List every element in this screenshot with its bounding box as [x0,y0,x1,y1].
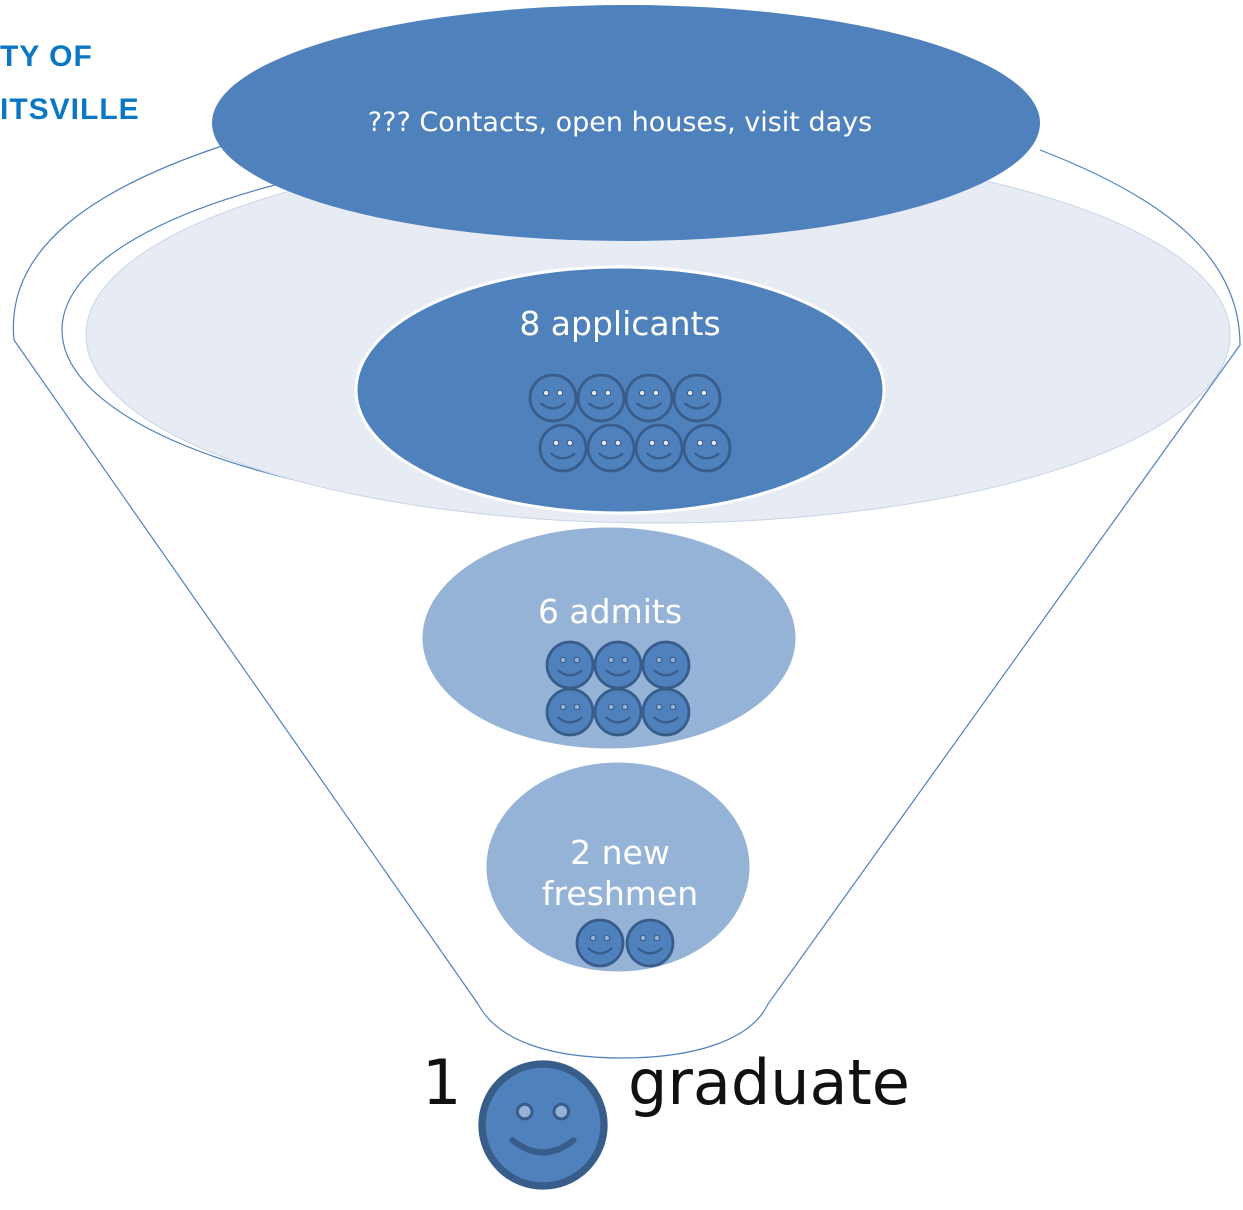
smiley-face-icon [682,423,732,473]
stage-freshmen-ellipse [483,759,753,975]
smiley-face-icon [624,373,674,423]
stage-contacts-label: ??? Contacts, open houses, visit days [367,107,873,138]
smiley-face-icon [625,918,675,968]
graduate-count: 1 [422,1046,462,1119]
smiley-face-icon [593,687,643,737]
smiley-face-icon [528,373,578,423]
stage-freshmen-label-line1: 2 new [570,833,670,872]
stage-freshmen-label-line2: freshmen [541,874,699,913]
stage-applicants-label: 8 applicants [519,304,721,343]
smiley-face-icon [545,687,595,737]
stage-admits-ellipse [419,524,799,752]
logo-line1: TY OF [0,40,93,73]
smiley-face-icon [576,373,626,423]
smiley-face-icon [634,423,684,473]
stage-contacts-ellipse [212,5,1040,241]
smiley-face-icon [478,1060,608,1190]
graduate-label: graduate [628,1046,910,1119]
smiley-face-icon [545,640,595,690]
smiley-face-icon [641,687,691,737]
smiley-face-icon [593,640,643,690]
smiley-face-icon [586,423,636,473]
smiley-face-icon [538,423,588,473]
logo-line2: ITSVILLE [0,93,140,126]
smiley-face-icon [672,373,722,423]
smiley-face-icon [575,918,625,968]
smiley-group [478,373,732,1190]
smiley-face-icon [641,640,691,690]
stage-admits-label: 6 admits [537,592,683,631]
